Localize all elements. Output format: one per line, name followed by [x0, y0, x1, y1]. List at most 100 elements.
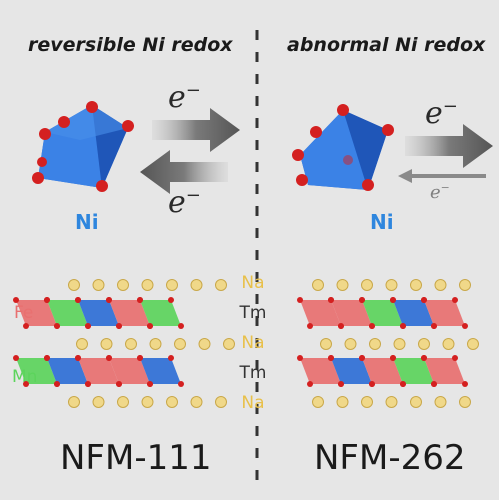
- na-atom: [361, 396, 373, 408]
- na-atom: [459, 279, 471, 291]
- na-atom: [190, 279, 203, 291]
- left-electron-top-letter: e: [168, 80, 186, 115]
- left-electron-bottom-sup: −: [185, 185, 201, 206]
- oxygen-atom: [178, 323, 184, 329]
- na-atom: [68, 396, 80, 408]
- oxygen-atom: [462, 381, 468, 387]
- oxygen-atom: [421, 355, 427, 361]
- na-atom: [336, 279, 349, 291]
- na-atom: [100, 338, 113, 350]
- oxygen-atom: [178, 381, 184, 387]
- na-atom: [141, 396, 154, 408]
- na-atom: [344, 338, 357, 350]
- tm-layer-right-2: [300, 358, 341, 384]
- oxygen-atom: [137, 355, 143, 361]
- tm-layer-left-2: [47, 358, 88, 384]
- na-atom: [312, 396, 324, 408]
- tm-layer-left-1: [78, 300, 119, 326]
- left-electron-top: e−: [168, 80, 201, 115]
- tm-layer-right-2: [362, 358, 403, 384]
- oxygen-atom: [23, 323, 29, 329]
- tm-layer-right-2: [331, 358, 372, 384]
- oxygen-atom: [116, 381, 122, 387]
- right-electron-bottom: e−: [430, 181, 450, 203]
- tm-layer-left-2: [16, 358, 57, 384]
- oxygen-atom: [13, 355, 19, 361]
- right-ni-label: Ni: [370, 210, 394, 234]
- oxygen-atom: [307, 381, 313, 387]
- na-atom: [312, 279, 324, 291]
- na-atom: [418, 338, 430, 350]
- middle-label-na-3: Na: [241, 393, 265, 413]
- na-atom: [223, 338, 235, 350]
- na-atom: [385, 396, 398, 408]
- oxygen-atom: [75, 355, 81, 361]
- left-electron-bottom: e−: [168, 185, 201, 220]
- na-atom: [369, 338, 381, 350]
- left-octahedron: [32, 101, 134, 192]
- tm-layer-right-1: [424, 300, 465, 326]
- right-electron-bottom-letter: e: [430, 182, 441, 203]
- right-electron-top: e−: [425, 96, 458, 131]
- na-atom: [215, 396, 227, 408]
- oxygen-atom: [328, 297, 334, 303]
- tm-layer-left-2: [78, 358, 119, 384]
- tm-layer-right-2: [393, 358, 434, 384]
- oxygen-atom: [23, 381, 29, 387]
- na-atom: [410, 396, 422, 408]
- oxygen-atom: [431, 323, 437, 329]
- right-electron-top-letter: e: [425, 96, 443, 131]
- na-atom: [459, 396, 471, 408]
- na-atom: [76, 338, 88, 350]
- oxygen-atom: [338, 381, 344, 387]
- tm-layer-right-1: [300, 300, 341, 326]
- na-atom: [166, 396, 178, 408]
- oxygen-atom: [106, 297, 112, 303]
- oxygen-atom: [44, 297, 50, 303]
- oxygen-atom: [359, 297, 365, 303]
- na-atom: [68, 279, 80, 291]
- na-atom: [410, 279, 422, 291]
- oxygen-atom: [75, 297, 81, 303]
- oxygen-atom: [297, 297, 303, 303]
- na-atom: [385, 279, 398, 291]
- middle-label-tm-1: Tm: [239, 303, 267, 323]
- na-atom: [166, 279, 178, 291]
- oxygen-atom: [359, 355, 365, 361]
- na-atom: [361, 279, 373, 291]
- na-atom: [336, 396, 349, 408]
- tm-layer-left-2: [140, 358, 181, 384]
- tm-layer-right-2: [424, 358, 465, 384]
- middle-label-na-1: Na: [241, 273, 265, 293]
- left-arrow-right: [152, 108, 240, 152]
- na-atom: [92, 396, 105, 408]
- oxygen-atom: [116, 323, 122, 329]
- oxygen-atom: [452, 355, 458, 361]
- oxygen-atom: [462, 323, 468, 329]
- oxygen-atom: [369, 323, 375, 329]
- right-arrow-right: [405, 124, 493, 168]
- tm-layer-left-2: [109, 358, 150, 384]
- oxygen-atom: [44, 355, 50, 361]
- left-electron-top-sup: −: [185, 80, 201, 101]
- oxygen-atom: [421, 297, 427, 303]
- na-atom: [149, 338, 162, 350]
- na-atom: [434, 396, 447, 408]
- left-arrow-left: [140, 150, 228, 194]
- oxygen-atom: [85, 381, 91, 387]
- oxygen-atom: [307, 323, 313, 329]
- oxygen-atom: [168, 297, 174, 303]
- middle-label-tm-2: Tm: [239, 363, 267, 383]
- oxygen-atom: [168, 355, 174, 361]
- right-electron-bottom-sup: −: [440, 181, 450, 194]
- tm-layer-right-1: [393, 300, 434, 326]
- tm-layer-left-1: [47, 300, 88, 326]
- na-atom: [117, 279, 129, 291]
- na-atom: [125, 338, 137, 350]
- oxygen-atom: [338, 323, 344, 329]
- tm-layer-left-1: [109, 300, 150, 326]
- right-arrow-left-thin: [398, 169, 486, 183]
